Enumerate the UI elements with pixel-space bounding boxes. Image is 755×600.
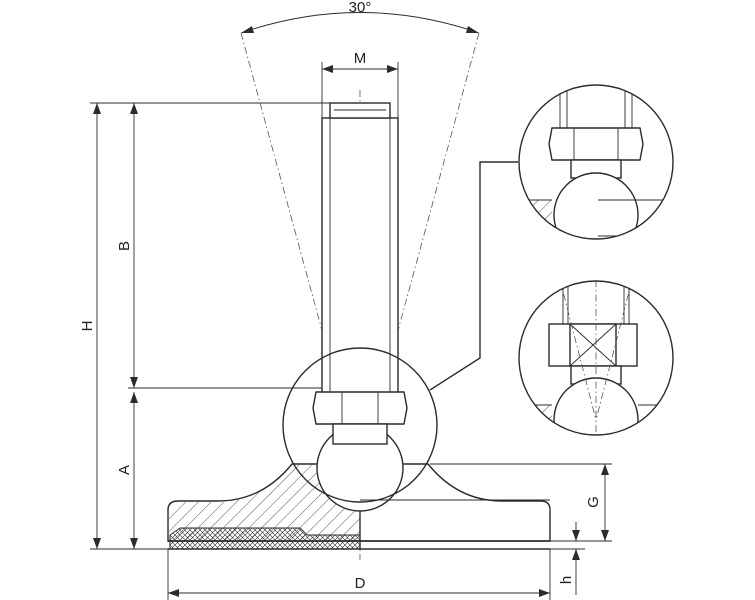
square-nut-detail xyxy=(518,280,674,436)
dimension-d-label: D xyxy=(355,575,366,592)
dimension-H: H xyxy=(79,102,330,550)
leader-line xyxy=(429,161,518,391)
threaded-stud xyxy=(321,102,399,394)
dimension-h-label: H xyxy=(79,321,96,332)
angle-label: 30° xyxy=(349,0,372,16)
dimension-A: A xyxy=(116,392,138,549)
dimension-g-label: G xyxy=(585,496,602,508)
dimension-h-small-label: h xyxy=(558,576,575,584)
dimension-b-label: B xyxy=(116,241,133,251)
dimension-D: D xyxy=(167,549,551,600)
detail-callout-circle xyxy=(282,347,438,503)
nut-detail xyxy=(518,84,674,240)
dimension-a-label: A xyxy=(116,465,133,475)
dimension-G: G xyxy=(430,463,612,542)
hex-nut xyxy=(312,391,408,445)
dimension-h: h xyxy=(550,522,585,595)
dimension-M: M xyxy=(321,50,399,118)
dimension-m-label: M xyxy=(354,50,367,67)
dimension-B: B xyxy=(116,103,322,389)
